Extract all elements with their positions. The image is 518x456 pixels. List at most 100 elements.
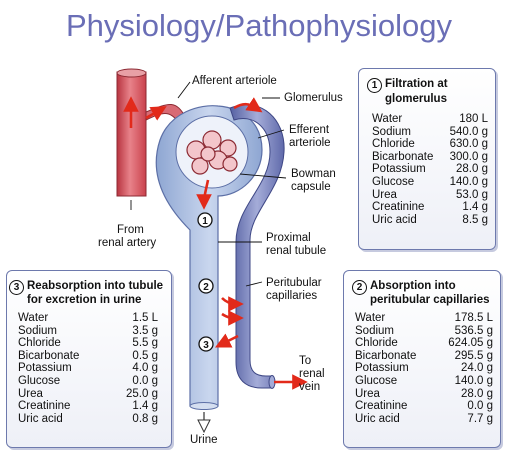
label-from-1: From bbox=[117, 224, 144, 236]
reabsorption-row-name: Chloride bbox=[18, 337, 61, 350]
filtration-row-value: 53.0 g bbox=[456, 188, 488, 201]
absorption-row-name: Water bbox=[355, 312, 386, 324]
absorption-row-value: 624.05 g bbox=[448, 337, 493, 350]
absorption-row-name: Creatinine bbox=[355, 400, 408, 413]
leader-lines bbox=[130, 81, 287, 287]
reabsorption-row-value: 1.5 L bbox=[132, 312, 158, 324]
label-to-1: To bbox=[299, 355, 312, 367]
filtration-row-value: 540.0 g bbox=[449, 125, 488, 138]
reabsorption-row-value: 0.0 g bbox=[132, 374, 158, 387]
absorption-row-name: Bicarbonate bbox=[355, 349, 417, 362]
absorption-row: Glucose 140.0 g bbox=[355, 375, 493, 388]
reabsorption-row: Uric acid 0.8 g bbox=[18, 413, 158, 426]
reabsorption-row-name: Glucose bbox=[18, 374, 61, 387]
label-urine: Urine bbox=[190, 434, 218, 446]
absorption-row-value: 140.0 g bbox=[454, 374, 493, 387]
filtration-row: Creatinine 1.4 g bbox=[372, 201, 488, 214]
label-from-2: renal artery bbox=[98, 237, 157, 249]
filtration-row-value: 8.5 g bbox=[462, 213, 488, 226]
filtration-row: Sodium 540.0 g bbox=[372, 126, 488, 139]
reabsorption-row-value: 0.8 g bbox=[132, 412, 158, 425]
proximal-tubule bbox=[155, 105, 263, 407]
marker-circles bbox=[197, 212, 214, 352]
glomerulus-tuft bbox=[186, 130, 238, 175]
marker-1: 1 bbox=[202, 216, 208, 227]
filtration-number: 1 bbox=[367, 78, 382, 93]
filtration-row-name: Water bbox=[372, 113, 403, 125]
label-glomerulus: Glomerulus bbox=[284, 92, 343, 104]
absorption-row-name: Glucose bbox=[355, 374, 398, 387]
reabsorption-row-value: 1.4 g bbox=[132, 400, 158, 413]
reabsorption-row-value: 5.5 g bbox=[132, 337, 158, 350]
marker-2: 2 bbox=[203, 282, 209, 293]
reabsorption-heading-2: for excretion in urine bbox=[27, 294, 142, 306]
reabsorption-row: Water 1.5 L bbox=[18, 312, 158, 325]
absorption-row: Uric acid 7.7 g bbox=[355, 413, 493, 426]
reabsorption-row: Chloride 5.5 g bbox=[18, 337, 158, 350]
reabsorption-row: Glucose 0.0 g bbox=[18, 375, 158, 388]
absorption-row-value: 0.0 g bbox=[467, 400, 493, 413]
filtration-row: Water 180 L bbox=[372, 113, 488, 126]
page-title: Physiology/Pathophysiology bbox=[65, 8, 453, 43]
marker-3: 3 bbox=[203, 340, 209, 351]
filtration-row-name: Potassium bbox=[372, 163, 426, 176]
absorption-number: 2 bbox=[352, 280, 367, 295]
filtration-row-name: Chloride bbox=[372, 138, 415, 151]
reabsorption-row-name: Creatinine bbox=[18, 400, 71, 413]
filtration-row: Uric acid 8.5 g bbox=[372, 214, 488, 227]
filtration-row-value: 180 L bbox=[459, 113, 488, 125]
absorption-row-name: Potassium bbox=[355, 362, 409, 375]
filtration-row-value: 140.0 g bbox=[449, 175, 488, 188]
renal-artery bbox=[116, 71, 147, 197]
reabsorption-row-name: Uric acid bbox=[18, 412, 63, 425]
absorption-row-value: 295.5 g bbox=[454, 349, 493, 362]
absorption-row-value: 24.0 g bbox=[461, 362, 493, 375]
label-proximal-1: Proximal bbox=[266, 232, 311, 244]
filtration-row-value: 1.4 g bbox=[462, 201, 488, 214]
filtration-heading-2: glomerulus bbox=[385, 93, 447, 105]
absorption-row-value: 536.5 g bbox=[454, 324, 493, 337]
reabsorption-row-name: Urea bbox=[18, 387, 43, 400]
absorption-row-name: Urea bbox=[355, 387, 380, 400]
filtration-row: Glucose 140.0 g bbox=[372, 176, 488, 189]
label-peritubular-2: capillaries bbox=[266, 290, 318, 302]
absorption-heading-2: peritubular capillaries bbox=[370, 294, 490, 306]
label-efferent-1: Efferent bbox=[289, 124, 330, 136]
filtration-row-name: Uric acid bbox=[372, 213, 417, 226]
absorption-row-value: 7.7 g bbox=[467, 412, 493, 425]
filtration-row-name: Creatinine bbox=[372, 201, 425, 214]
reabsorption-row-value: 0.5 g bbox=[132, 349, 158, 362]
label-afferent-arteriole: Afferent arteriole bbox=[192, 75, 277, 87]
filtration-row-name: Sodium bbox=[372, 125, 411, 138]
filtration-row-value: 28.0 g bbox=[456, 163, 488, 176]
absorption-row: Creatinine 0.0 g bbox=[355, 400, 493, 413]
reabsorption-row-name: Potassium bbox=[18, 362, 72, 375]
filtration-row-name: Glucose bbox=[372, 175, 415, 188]
filtration-row-name: Urea bbox=[372, 188, 397, 201]
reabsorption-row: Urea 25.0 g bbox=[18, 388, 158, 401]
absorption-row-name: Uric acid bbox=[355, 412, 400, 425]
label-bowman-1: Bowman bbox=[291, 168, 336, 180]
reabsorption-row: Creatinine 1.4 g bbox=[18, 400, 158, 413]
reabsorption-row-value: 25.0 g bbox=[126, 387, 158, 400]
absorption-row: Potassium 24.0 g bbox=[355, 362, 493, 375]
reabsorption-row-value: 3.5 g bbox=[132, 324, 158, 337]
label-peritubular-1: Peritubular bbox=[266, 277, 322, 289]
tubule-end bbox=[189, 402, 219, 410]
filtration-row-value: 300.0 g bbox=[449, 150, 488, 163]
reabsorption-row-name: Water bbox=[18, 312, 49, 324]
absorption-row-name: Sodium bbox=[355, 324, 394, 337]
